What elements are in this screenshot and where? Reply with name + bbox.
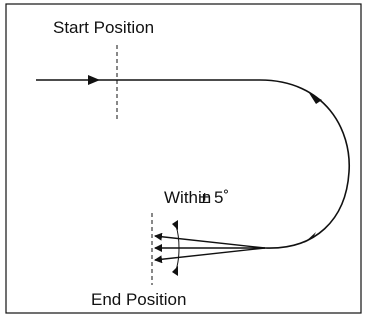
figure-frame bbox=[5, 3, 362, 314]
tolerance-arc bbox=[175, 225, 180, 271]
end-arrow-lower bbox=[154, 247, 266, 264]
tolerance-arrow-bottom bbox=[172, 266, 178, 276]
direction-arrow-entry bbox=[88, 75, 100, 85]
end-arrow-upper bbox=[154, 232, 266, 249]
start-position-label: Start Position bbox=[53, 18, 155, 37]
direction-arrow-curve-top bbox=[309, 93, 322, 104]
direction-arrow-curve-bottom bbox=[304, 232, 316, 243]
end-position-label: End Position bbox=[91, 290, 187, 309]
tolerance-arrow-top bbox=[172, 220, 178, 230]
within-label: Within bbox=[164, 188, 212, 207]
tolerance-value: ± 5˚ bbox=[200, 188, 230, 207]
trajectory-path bbox=[36, 79, 350, 249]
